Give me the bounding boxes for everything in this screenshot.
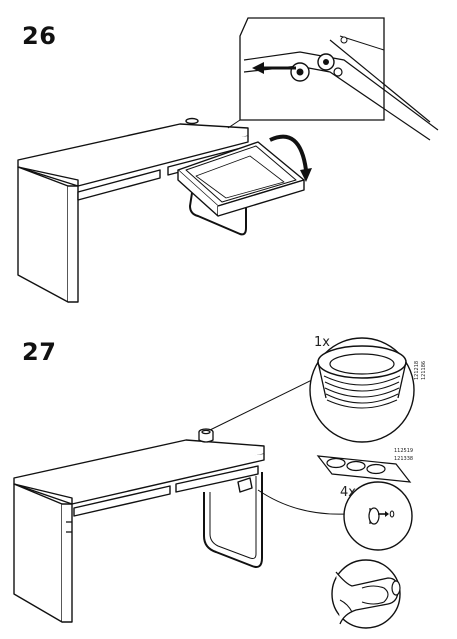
step-27-desk bbox=[13, 439, 265, 623]
step-number-27: 27 bbox=[22, 338, 57, 366]
left-arrow-icon bbox=[252, 62, 296, 74]
right-arrow-icon bbox=[378, 511, 389, 517]
step-26-desk bbox=[17, 117, 249, 303]
curved-arrow-icon bbox=[269, 134, 312, 182]
pads-code-2: 121338 bbox=[394, 456, 413, 462]
pad-placement-zoom bbox=[343, 481, 413, 551]
press-thumb-zoom bbox=[331, 559, 401, 629]
grommet-zoom-circle bbox=[309, 337, 415, 443]
grommet-leader-line bbox=[209, 377, 317, 431]
felt-pads-sheet bbox=[316, 455, 412, 483]
pads-code-1: 112519 bbox=[394, 448, 413, 454]
hinge-detail-zoom bbox=[227, 17, 439, 141]
grommet-code-2: 121186 bbox=[421, 361, 427, 380]
step-26-drawer-tray bbox=[177, 141, 305, 236]
step-number-26: 26 bbox=[22, 22, 57, 50]
grommet-quantity: 1x bbox=[314, 335, 330, 350]
pad-leader-line bbox=[257, 489, 347, 515]
grommet-code-1: 121218 bbox=[414, 361, 420, 380]
grommet-on-desk bbox=[198, 428, 214, 443]
